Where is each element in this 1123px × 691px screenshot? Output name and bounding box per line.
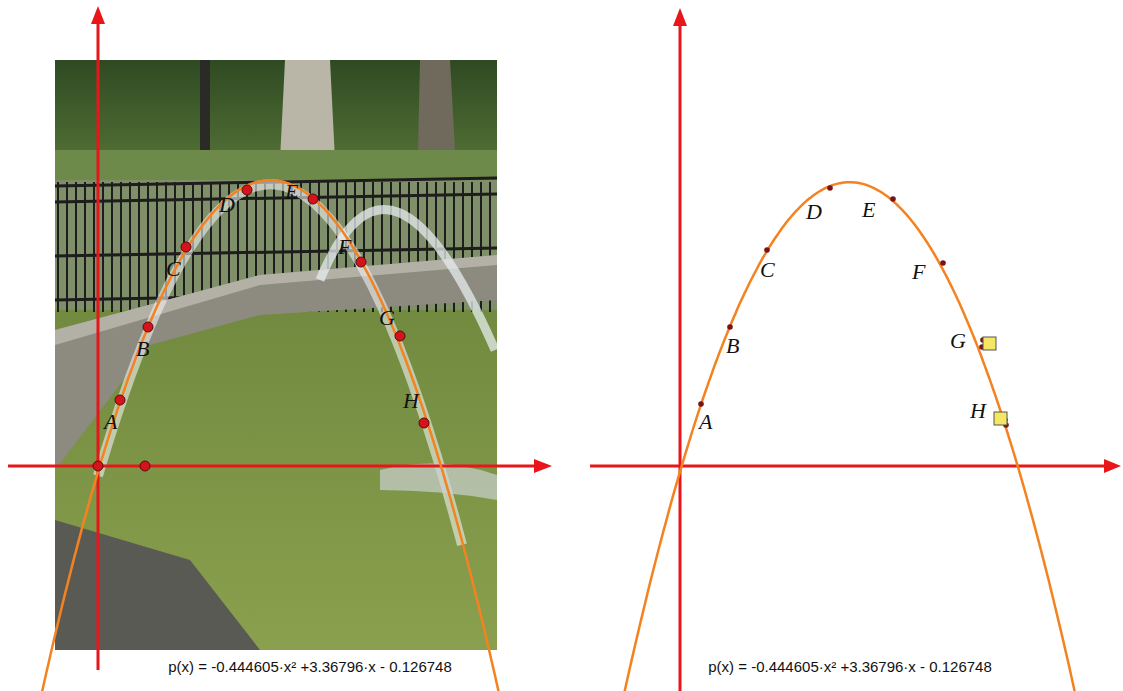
data-point <box>242 185 252 195</box>
data-point <box>143 322 153 332</box>
point-label: B <box>136 338 149 360</box>
selection-marker <box>983 337 996 350</box>
axis-arrowhead <box>534 459 552 473</box>
axis-arrowhead <box>673 8 687 26</box>
data-points <box>93 185 1009 471</box>
fence-bar <box>75 182 77 312</box>
fence-bar <box>120 182 122 312</box>
fountain-photo <box>55 60 497 650</box>
wall-top <box>55 255 497 345</box>
data-point <box>308 194 318 204</box>
data-point <box>356 257 366 267</box>
x-axis <box>8 465 538 468</box>
point-label: A <box>699 411 712 433</box>
data-point <box>890 196 896 202</box>
point-label: C <box>166 258 181 280</box>
rock <box>55 520 260 650</box>
fence-bar <box>93 182 95 312</box>
point-label: G <box>379 307 395 329</box>
fence-bar <box>66 182 68 312</box>
fence-bar <box>111 182 113 312</box>
fence-bar <box>138 182 140 312</box>
data-point <box>140 461 150 471</box>
data-point <box>827 185 833 191</box>
trees <box>55 60 497 190</box>
water <box>55 60 497 650</box>
function-formula: p(x) = -0.444605·x² +3.36796·x - 0.12674… <box>705 658 995 676</box>
splash <box>380 464 497 500</box>
fence-bar <box>147 182 149 312</box>
parabola <box>42 180 501 691</box>
data-point <box>419 418 429 428</box>
hedge <box>55 150 497 180</box>
axis-arrowhead <box>91 6 105 24</box>
parabola <box>624 182 1076 691</box>
y-axis <box>97 20 100 670</box>
point-label: C <box>760 259 775 281</box>
fence-bar <box>174 182 176 312</box>
data-point <box>940 260 946 266</box>
tree-trunk <box>418 60 455 150</box>
fence-bar <box>57 182 59 312</box>
point-label: B <box>726 335 739 357</box>
data-point <box>395 331 405 341</box>
function-formula: p(x) = -0.444605·x² +3.36796·x - 0.12674… <box>165 658 455 676</box>
point-label: E <box>285 181 298 203</box>
point-label: A <box>104 411 117 433</box>
fence-bar <box>102 182 104 312</box>
fence-bar <box>84 182 86 312</box>
selection-marker <box>994 412 1007 425</box>
data-point <box>727 324 733 330</box>
point-label: G <box>950 330 966 352</box>
point-label: H <box>403 390 419 412</box>
data-point <box>698 401 704 407</box>
fence-bar <box>129 182 131 312</box>
y-axis <box>679 22 682 691</box>
point-label: F <box>338 236 351 258</box>
axis-arrowhead <box>1104 459 1121 473</box>
data-point <box>764 247 770 253</box>
data-point <box>181 242 191 252</box>
x-axis <box>590 465 1108 468</box>
point-label: E <box>862 199 875 221</box>
second-water-jet <box>320 210 495 350</box>
point-label: D <box>219 194 235 216</box>
data-point <box>115 395 125 405</box>
point-label: F <box>912 261 925 283</box>
tree-trunk <box>280 60 335 160</box>
point-label: D <box>806 201 822 223</box>
fence-bar <box>156 182 158 312</box>
data-point <box>93 461 103 471</box>
point-label: H <box>970 400 986 422</box>
